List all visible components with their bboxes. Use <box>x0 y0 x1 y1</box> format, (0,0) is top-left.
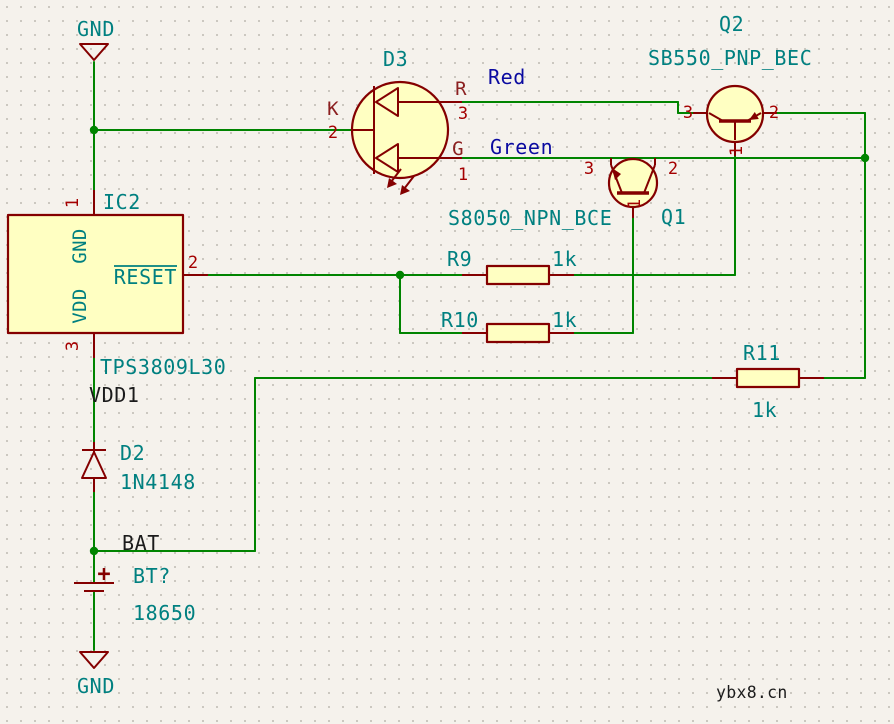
bt-ref: BT? <box>133 564 171 588</box>
q1-symbol: 3 2 1 S8050_NPN_BCE Q1 <box>448 157 686 230</box>
gnd-top-symbol: GND <box>77 17 115 61</box>
d3-pin-r-name: R <box>455 78 467 100</box>
r11-body <box>735 367 801 389</box>
net-label-green: Green <box>490 135 553 159</box>
q1-pin2-number: 2 <box>668 159 678 179</box>
r10-ref: R10 <box>441 308 479 332</box>
bat-net-label: BAT <box>122 531 160 555</box>
d3-pin-g-name: G <box>452 138 464 160</box>
r11-ref: R11 <box>743 341 781 365</box>
junction-dots <box>89 125 870 556</box>
d3-pin-g-number: 1 <box>458 165 468 185</box>
d3-pin-k-name: K <box>327 98 339 120</box>
gnd-icon <box>79 651 109 669</box>
r10-symbol: R10 1k <box>441 308 577 344</box>
q2-emitter-arrow <box>749 112 759 120</box>
r10-body <box>485 322 551 344</box>
q2-value: SB550_PNP_BEC <box>648 46 812 70</box>
d3-ref: D3 <box>383 47 408 71</box>
vdd1-net-label: VDD1 <box>89 383 140 407</box>
bt-value: 18650 <box>133 601 196 625</box>
d3-pin-k-number: 2 <box>328 123 338 143</box>
q1-ref: Q1 <box>661 205 686 229</box>
r11-symbol: R11 1k <box>712 341 824 422</box>
ic2-symbol: 1 GND VDD 3 RESET 2 IC2 TPS3809L30 VDD1 <box>6 190 226 407</box>
ic2-value: TPS3809L30 <box>100 355 226 379</box>
junction-dot <box>395 270 405 280</box>
ic2-pin2-name: RESET <box>114 265 177 289</box>
q2-body <box>705 84 765 144</box>
q1-body <box>607 157 659 209</box>
q2-pin1-number: 1 <box>727 146 747 156</box>
q2-pin2-number: 2 <box>769 103 779 123</box>
ic2-pin1-name: GND <box>69 228 91 264</box>
gnd-icon <box>79 43 109 61</box>
q2-left-diagonal <box>708 112 724 122</box>
d3-led-symbol: D3 K 2 R 3 G 1 <box>327 47 468 195</box>
ic2-pin3-number: 3 <box>63 341 83 351</box>
q1-right-diagonal <box>643 164 656 194</box>
d2-value: 1N4148 <box>120 470 196 494</box>
q2-ref: Q2 <box>719 12 744 36</box>
battery-symbol: BAT + BT? 18650 <box>74 531 196 625</box>
junction-dot <box>860 153 870 163</box>
net-label-red: Red <box>488 65 526 89</box>
watermark-text: ybx8.cn <box>716 683 788 702</box>
gnd-bottom-label: GND <box>77 674 115 698</box>
ic2-pin3-name: VDD <box>69 288 91 324</box>
battery-plus-sign: + <box>97 562 110 587</box>
q1-emitter-arrow <box>612 168 621 180</box>
q1-value: S8050_NPN_BCE <box>448 206 612 230</box>
d2-ref: D2 <box>120 441 145 465</box>
q2-symbol: 3 2 1 Q2 SB550_PNP_BEC <box>648 12 812 156</box>
r9-value: 1k <box>552 247 577 271</box>
ic2-body <box>6 213 185 335</box>
q1-pin1-number: 1 <box>625 199 645 209</box>
ic2-ref: IC2 <box>103 190 141 214</box>
r11-value: 1k <box>752 398 777 422</box>
wires <box>93 61 866 651</box>
d2-diode-triangle <box>81 451 107 479</box>
junction-dot <box>89 125 99 135</box>
r9-symbol: R9 1k <box>447 247 577 286</box>
r10-value: 1k <box>552 308 577 332</box>
r9-ref: R9 <box>447 247 472 271</box>
ic2-pin1-number: 1 <box>63 198 83 208</box>
r9-body <box>485 264 551 286</box>
d3-pin-r-number: 3 <box>458 104 468 124</box>
junction-dot <box>89 546 99 556</box>
led-arrow-icon <box>387 168 415 195</box>
gnd-bottom-symbol: GND <box>77 651 115 698</box>
q2-pin3-number: 3 <box>683 103 693 123</box>
d2-symbol: D2 1N4148 <box>81 441 196 494</box>
gnd-top-label: GND <box>77 17 115 41</box>
q1-pin3-number: 3 <box>584 159 594 179</box>
ic2-pin2-number: 2 <box>188 253 198 273</box>
